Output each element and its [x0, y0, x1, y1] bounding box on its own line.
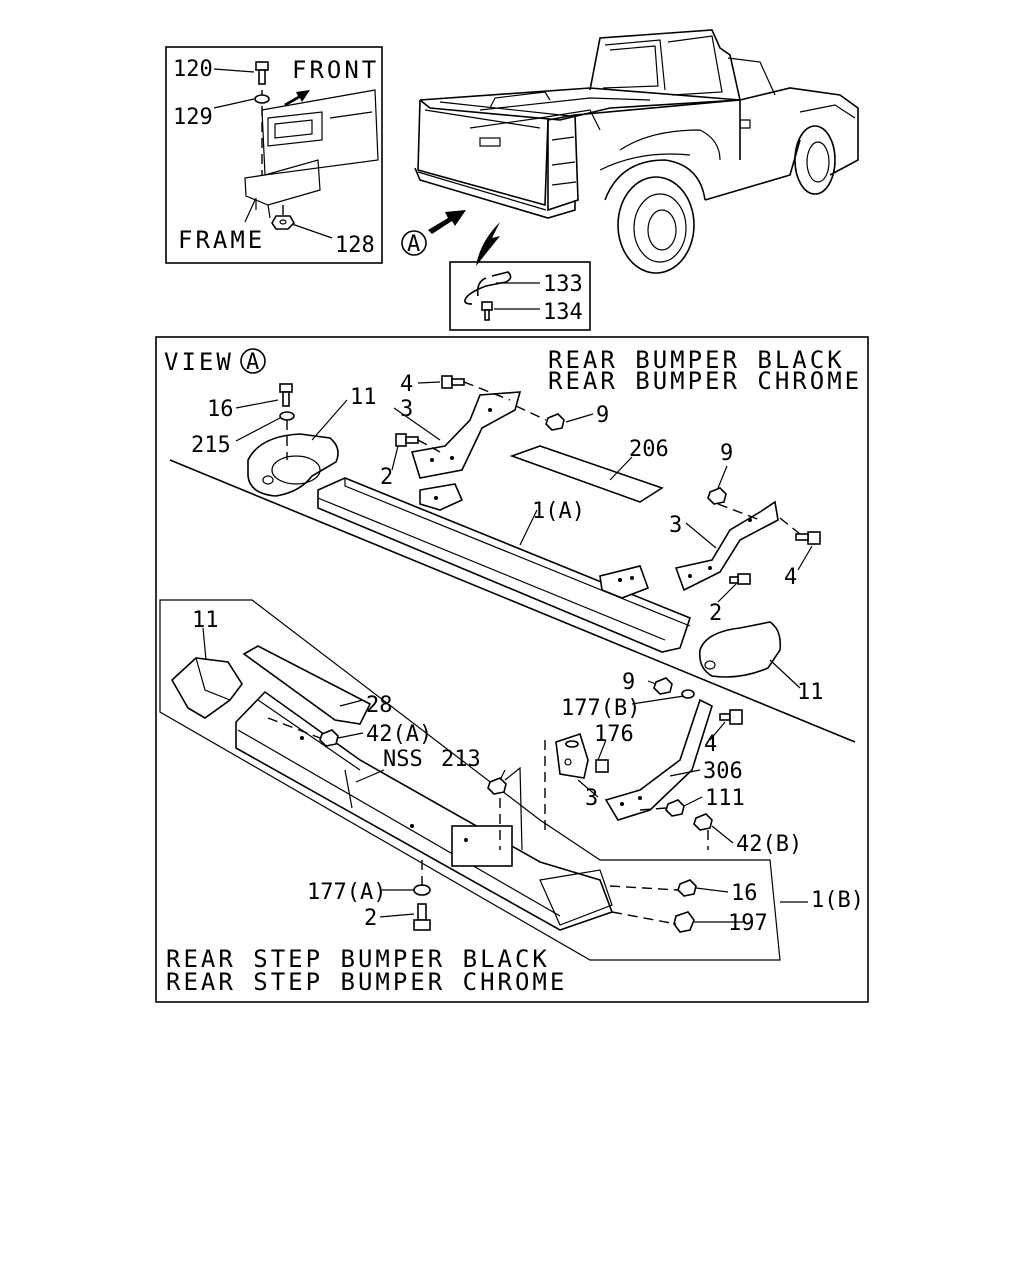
bolt-16-icon — [279, 383, 293, 407]
bolt-4-right-icon — [795, 531, 821, 545]
callout-120: 120 — [173, 57, 213, 82]
bolt-16-lower-icon — [677, 879, 697, 897]
callout-28: 28 — [366, 693, 393, 718]
bolt-2-upper-icon — [395, 433, 419, 447]
bracket-3-upper — [410, 391, 522, 479]
bumper-bar-1a — [317, 477, 691, 653]
callout-42b: 42(B) — [736, 832, 802, 857]
nut-9-right-icon — [707, 487, 727, 505]
callout-3-lower: 3 — [585, 786, 598, 811]
end-cap-11-right — [698, 621, 782, 678]
title-rear-step-bumper-black: REAR STEP BUMPER BLACK — [166, 945, 550, 973]
bolt-2-right-icon — [729, 573, 751, 585]
callout-11-lower: 11 — [192, 608, 219, 633]
callout-206: 206 — [629, 437, 669, 462]
callout-177a: 177(A) — [307, 880, 386, 905]
view-marker: A — [407, 232, 420, 257]
callout-197: 197 — [728, 911, 768, 936]
callout-306: 306 — [703, 759, 743, 784]
title-rear-bumper-black: REAR BUMPER BLACK — [548, 346, 845, 374]
callout-42a: 42(A) — [366, 722, 432, 747]
callout-nss: NSS — [383, 747, 423, 772]
bolt-4-top-icon — [441, 375, 465, 389]
hook-detail-box: 133 134 — [449, 261, 591, 331]
callout-4-lower: 4 — [704, 732, 717, 757]
callout-16-lower: 16 — [731, 881, 758, 906]
bolt-2-lower-icon — [413, 903, 431, 931]
bolt-4-lower-icon — [719, 709, 743, 725]
title-rear-step-bumper-chrome: REAR STEP BUMPER CHROME — [166, 968, 567, 996]
bolt-134-icon — [481, 301, 493, 321]
hook-133-icon — [464, 271, 512, 305]
bracket-306 — [604, 698, 713, 821]
nut-9-lower-icon — [653, 677, 673, 695]
nut-197-icon — [673, 911, 695, 933]
callout-4-right: 4 — [784, 565, 797, 590]
callout-133: 133 — [543, 272, 583, 297]
end-cap-11-left — [247, 433, 339, 497]
callout-3-right: 3 — [669, 513, 682, 538]
callout-128: 128 — [335, 233, 375, 258]
inset-border — [165, 46, 383, 264]
nut-42b-icon — [693, 813, 713, 831]
pickup-truck-illustration: A — [401, 29, 859, 274]
callout-111: 111 — [705, 786, 745, 811]
frame-label: FRAME — [178, 226, 265, 254]
bracket-3-right — [674, 500, 779, 592]
view-marker-circle — [401, 230, 427, 256]
washer-215-icon — [279, 411, 295, 421]
washer-129-icon — [254, 94, 270, 104]
callout-2-right: 2 — [709, 601, 722, 626]
front-arrow-icon — [284, 90, 310, 106]
end-cap-11-lower — [170, 657, 243, 719]
callout-2-lower: 2 — [364, 906, 377, 931]
washer-177a-icon — [413, 884, 431, 896]
inset-frame-detail: 120 129 128 FRONT FRAME — [165, 46, 383, 264]
callout-177b: 177(B) — [561, 696, 640, 721]
view-arrow-icon — [428, 210, 466, 234]
callout-9-lower: 9 — [622, 670, 635, 695]
washer-lower-icon — [681, 689, 695, 699]
callout-4-top: 4 — [400, 372, 413, 397]
callout-9-top: 9 — [596, 403, 609, 428]
callout-11-right: 11 — [797, 680, 824, 705]
callout-2-upper: 2 — [380, 465, 393, 490]
front-label: FRONT — [292, 56, 379, 84]
title-rear-bumper-chrome: REAR BUMPER CHROME — [548, 367, 862, 395]
callout-3-upper: 3 — [400, 397, 413, 422]
callout-16-upper: 16 — [207, 397, 234, 422]
bracket-3-lower — [555, 732, 589, 779]
step-plate-206 — [509, 445, 664, 503]
nut-111-icon — [665, 799, 685, 817]
callout-1a: 1(A) — [532, 499, 585, 524]
callout-176: 176 — [594, 722, 634, 747]
view-label: VIEW — [164, 348, 234, 376]
view-a-panel: VIEW A REAR BUMPER BLACK REAR BUMPER CHR… — [155, 336, 869, 1003]
callout-11-upper: 11 — [350, 385, 377, 410]
hook-pointer-arrow-icon — [476, 222, 500, 266]
step-bumper-body — [235, 690, 614, 931]
washer-177b-icon — [565, 740, 579, 748]
nut-213-icon — [487, 777, 507, 795]
view-label-marker: A — [246, 350, 259, 375]
callout-213: 213 — [441, 747, 481, 772]
nut-42a-icon — [319, 729, 339, 747]
clip-176-icon — [595, 759, 609, 773]
step-pad-28 — [242, 645, 372, 725]
callout-1b: 1(B) — [811, 888, 864, 913]
callout-9-right: 9 — [720, 441, 733, 466]
nut-128-icon — [271, 215, 295, 230]
nut-9-top-icon — [545, 413, 565, 431]
callout-215: 215 — [191, 433, 231, 458]
bolt-120-icon — [255, 61, 269, 85]
callout-134: 134 — [543, 300, 583, 325]
callout-129: 129 — [173, 105, 213, 130]
